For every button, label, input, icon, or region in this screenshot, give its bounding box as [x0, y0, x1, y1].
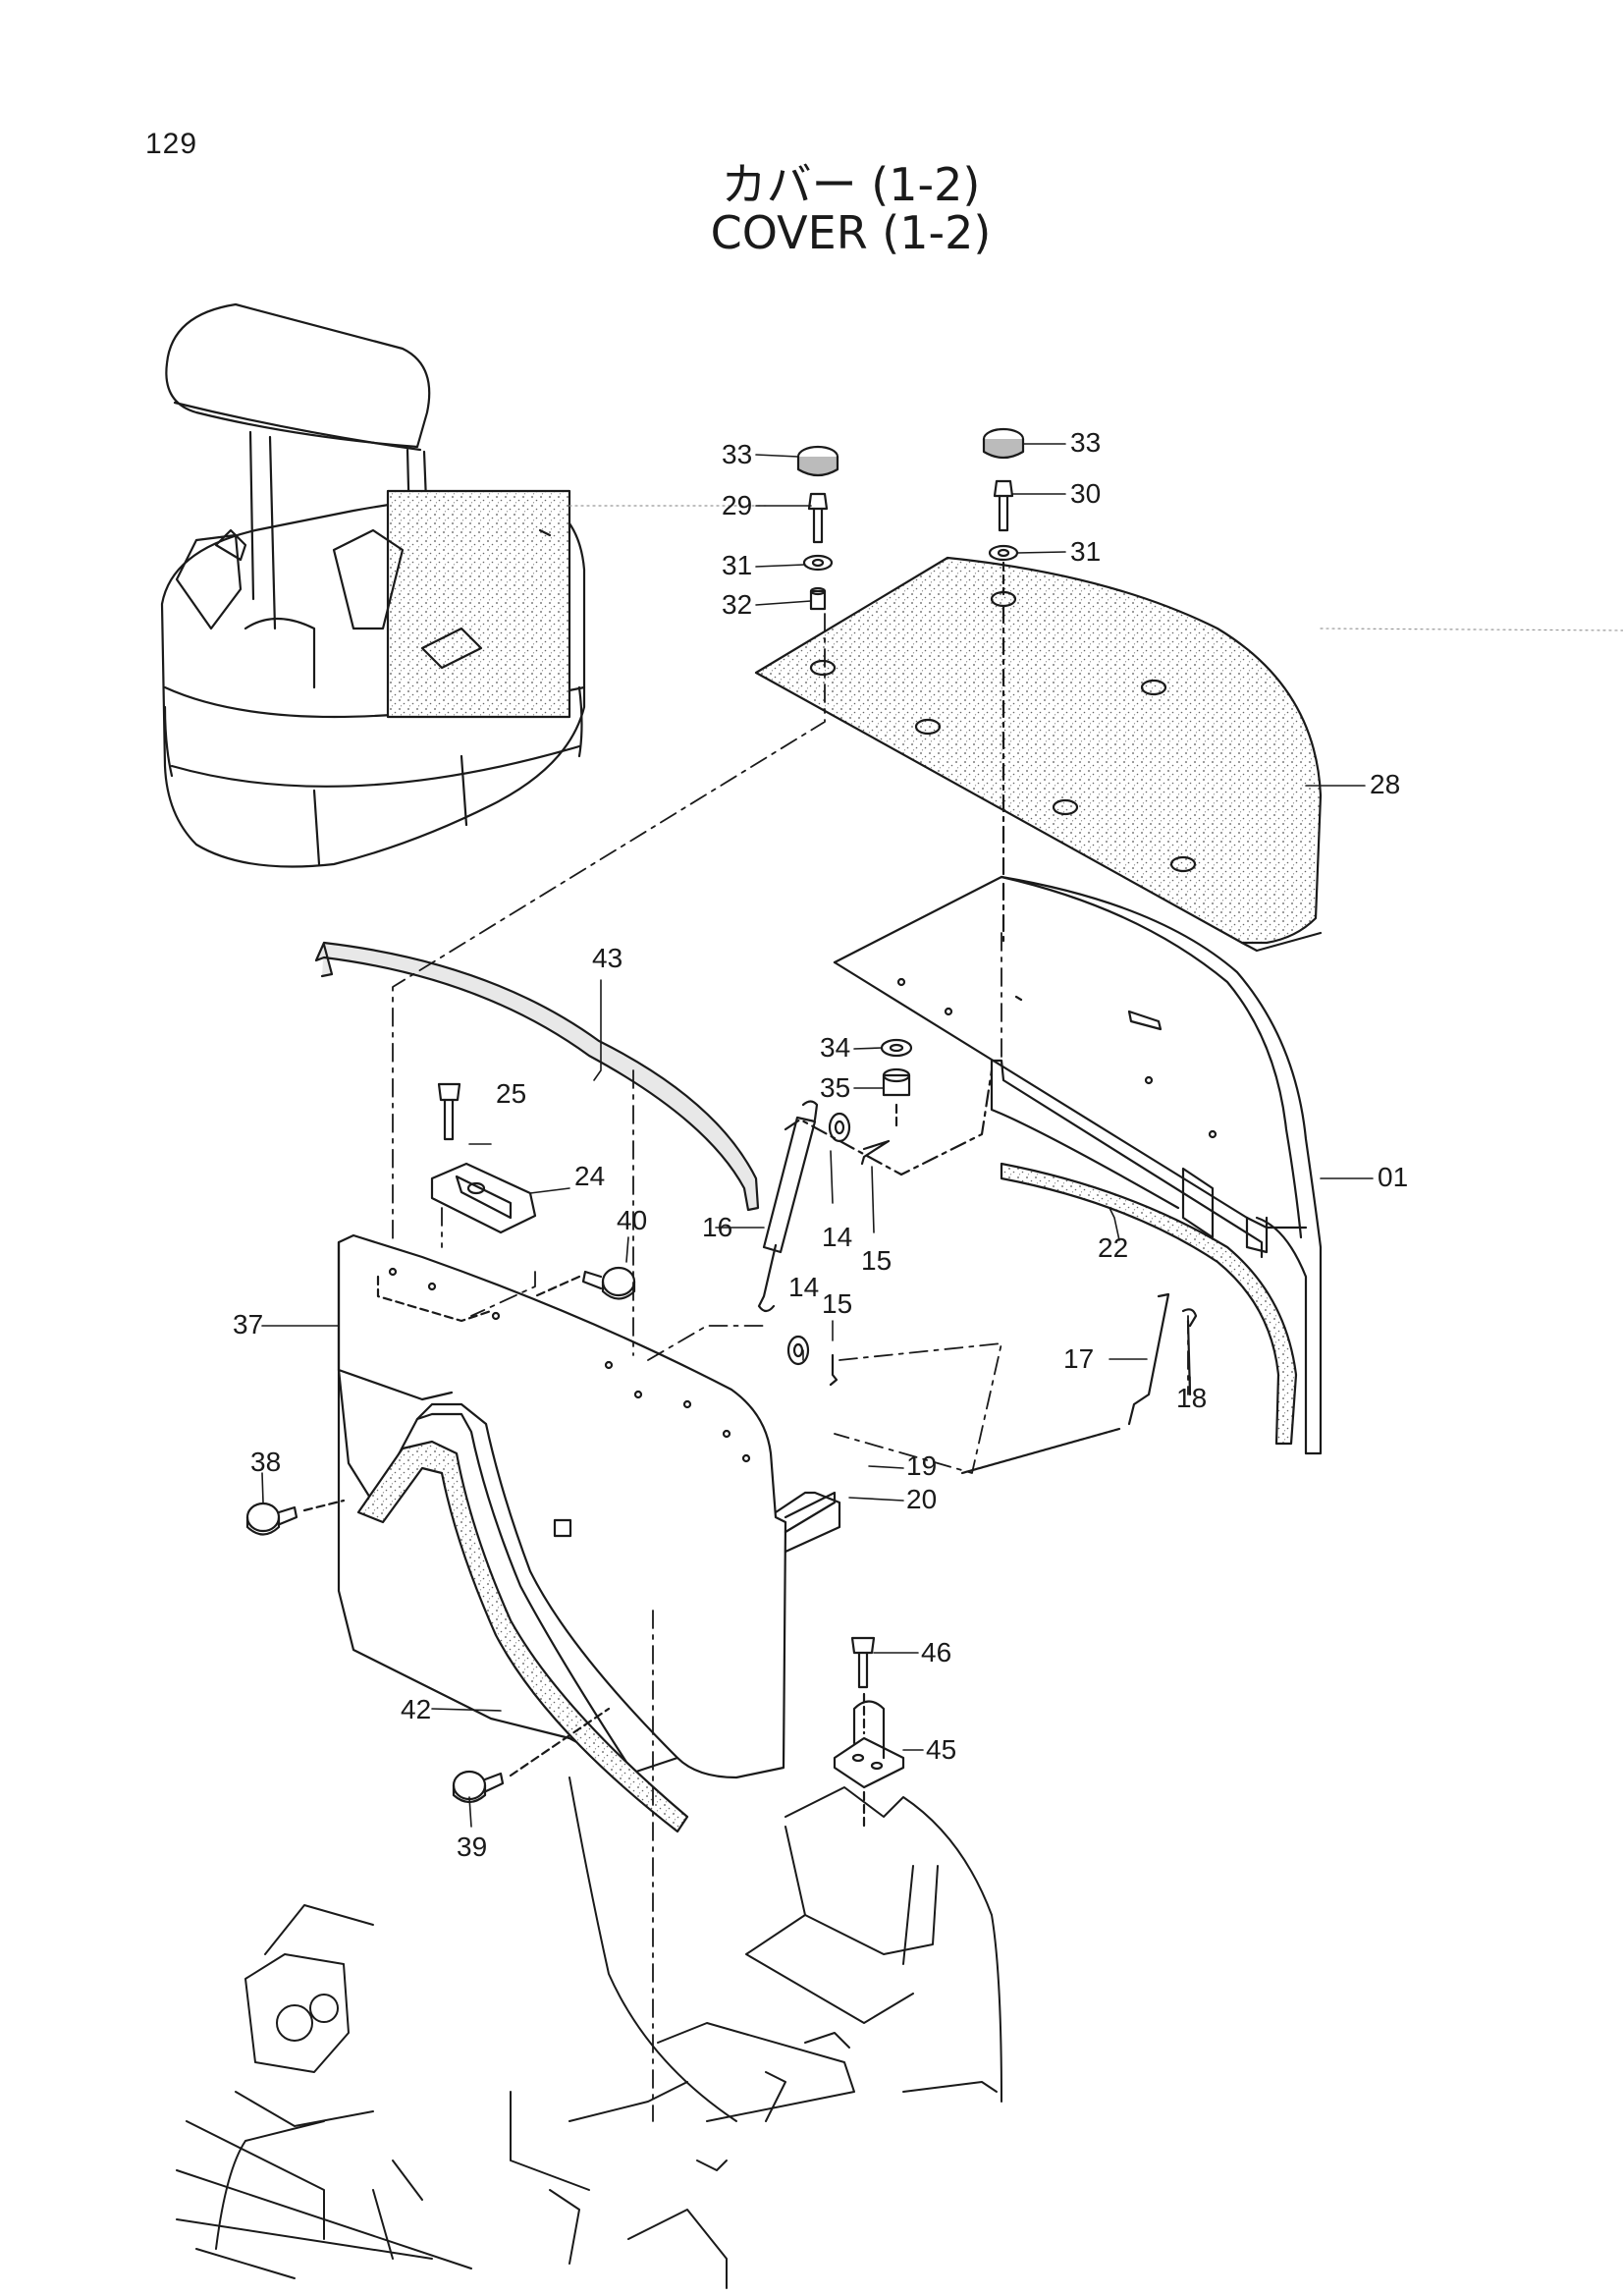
part-bushings [880, 1038, 913, 1097]
callout-24: 24 [574, 1161, 605, 1191]
callout-32: 32 [722, 589, 752, 620]
part-floor-mat [754, 556, 1623, 953]
part-seal-42 [356, 1440, 689, 1833]
callout-31-right: 31 [1070, 536, 1101, 567]
callout-37: 37 [233, 1309, 263, 1339]
part-side-panel-37 [337, 1233, 841, 1779]
lower-chassis-illustration [176, 1777, 1002, 2289]
callout-19: 19 [906, 1450, 937, 1481]
callout-leaders [261, 443, 1374, 1828]
callout-20: 20 [906, 1484, 937, 1514]
callout-15-upper: 15 [861, 1245, 892, 1276]
callout-15-lower: 15 [822, 1288, 852, 1319]
callout-28: 28 [1370, 769, 1400, 799]
part-cover-01 [833, 875, 1323, 1455]
callout-16: 16 [702, 1212, 732, 1242]
part-rod-17 [1127, 1292, 1170, 1426]
callout-30: 30 [1070, 478, 1101, 509]
part-bracket-assembly [833, 1636, 905, 1789]
callout-40: 40 [617, 1205, 647, 1235]
callout-25: 25 [496, 1078, 526, 1109]
page-number: 129 [145, 128, 198, 160]
callout-33-left: 33 [722, 439, 752, 469]
part-bolt-40 [581, 1266, 636, 1300]
callout-45: 45 [926, 1734, 956, 1765]
callout-14-upper: 14 [822, 1222, 852, 1252]
fastener-stack-left [796, 445, 839, 611]
callout-01: 01 [1378, 1162, 1408, 1192]
part-seal-strip-43 [314, 941, 760, 1212]
callout-42: 42 [401, 1694, 431, 1724]
part-seal-22 [1000, 1162, 1298, 1446]
callout-35: 35 [820, 1072, 850, 1103]
callout-14-lower: 14 [788, 1272, 819, 1302]
callout-labels: 33 33 29 30 31 31 32 28 43 01 34 35 25 2… [233, 427, 1408, 1862]
callout-43: 43 [592, 943, 622, 973]
callout-46: 46 [921, 1637, 951, 1667]
callout-33-right: 33 [1070, 427, 1101, 458]
callout-34: 34 [820, 1032, 850, 1063]
callout-38: 38 [250, 1447, 281, 1477]
part-gas-strut [757, 1100, 891, 1387]
part-bolt-38 [245, 1502, 298, 1536]
callout-18: 18 [1176, 1383, 1207, 1413]
callout-17: 17 [1063, 1343, 1094, 1374]
leader-lines [392, 613, 1189, 2122]
overview-machine-illustration [160, 302, 767, 868]
part-hinge-assembly [430, 1082, 537, 1234]
callout-39: 39 [457, 1831, 487, 1862]
callout-31-left: 31 [722, 550, 752, 580]
callout-22: 22 [1098, 1232, 1128, 1263]
diagram-title-japanese: カバー (1-2) [721, 158, 981, 211]
callout-29: 29 [722, 490, 752, 520]
part-bolt-39 [452, 1770, 505, 1804]
diagram-title-english: COVER (1-2) [710, 206, 992, 259]
